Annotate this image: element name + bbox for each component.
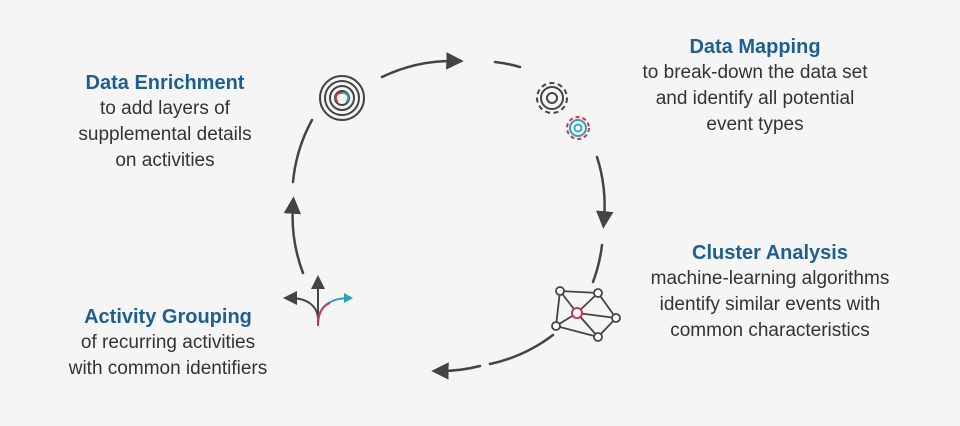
stage-cluster-analysis: Cluster Analysis machine-learning algori… xyxy=(610,240,930,344)
ring-segment-top-right xyxy=(493,60,522,69)
stage-data-enrichment: Data Enrichment to add layers of supplem… xyxy=(40,70,290,174)
stage-description: machine-learning algorithms identify sim… xyxy=(650,268,890,341)
branch-arrows-icon xyxy=(283,275,353,327)
ring-segment-bottom-right xyxy=(488,333,555,366)
ring-segment-right-upper xyxy=(595,155,614,229)
stage-title: Activity Grouping xyxy=(84,306,252,328)
ring-segment-top xyxy=(380,52,464,79)
stage-description: to add layers of supplemental details on… xyxy=(78,98,252,171)
ring-segment-left-lower xyxy=(283,196,305,275)
gears-icon xyxy=(536,82,590,140)
ring-segment-right-lower xyxy=(591,243,604,284)
ring-segment-bottom xyxy=(431,362,482,380)
stage-description: of recurring activities with common iden… xyxy=(68,332,268,379)
target-icon xyxy=(318,74,366,122)
stage-data-mapping: Data Mapping to break-down the data set … xyxy=(600,34,910,138)
ring-segment-left-upper xyxy=(291,118,314,184)
network-icon xyxy=(551,286,621,342)
stage-title: Cluster Analysis xyxy=(692,242,848,264)
stage-title: Data Mapping xyxy=(689,36,821,58)
stage-description: to break-down the data set and identify … xyxy=(642,62,868,135)
stage-activity-grouping: Activity Grouping of recurring activitie… xyxy=(28,304,308,382)
stage-title: Data Enrichment xyxy=(85,72,245,94)
